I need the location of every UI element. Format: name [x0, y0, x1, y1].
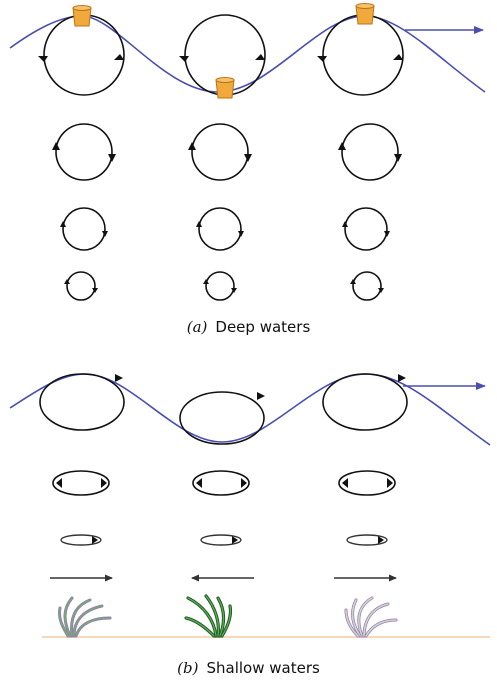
caption-title: Shallow waters	[206, 659, 320, 677]
deep-orbit	[55, 123, 113, 181]
deep-orbit-row-4	[66, 271, 382, 301]
shallow-orbit-row-3	[60, 534, 388, 546]
orbit-arrowhead	[384, 231, 390, 237]
orbit-arrowhead	[179, 56, 189, 62]
orbit-arrowhead	[38, 56, 48, 62]
orbit-arrowhead	[342, 221, 348, 227]
deep-orbit-row-3	[62, 207, 388, 251]
orbit-arrowhead	[393, 54, 403, 60]
orbit-arrowhead	[196, 478, 202, 488]
orbit-arrowhead	[378, 288, 384, 293]
shallow-orbit	[52, 470, 110, 496]
deep-orbit	[341, 123, 399, 181]
caption-tag-letter: b	[183, 659, 193, 677]
caption-tag: (b)	[177, 659, 199, 677]
orbit-arrowhead	[56, 478, 62, 488]
orbit-arrowhead	[238, 231, 244, 237]
caption-title: Deep waters	[215, 318, 311, 336]
deep-orbit	[344, 207, 388, 251]
caption-shallow-waters: (b) Shallow waters	[0, 659, 497, 677]
orbit-arrowhead	[317, 56, 327, 62]
seagrass-icon	[184, 594, 233, 638]
deep-orbit	[66, 271, 96, 301]
orbit-arrowhead	[378, 536, 384, 544]
orbit-arrowhead	[342, 478, 348, 488]
orbit-arrowhead	[387, 478, 393, 488]
orbit-arrowhead	[92, 288, 98, 293]
orbit-arrowhead	[398, 374, 406, 382]
orbit-arrowhead	[257, 392, 265, 400]
shallow-orbit	[192, 470, 250, 496]
orbit-arrowhead	[64, 279, 70, 284]
shallow-orbit	[338, 470, 396, 496]
float-icon	[215, 77, 235, 99]
orbit-arrowhead	[338, 142, 346, 150]
deep-orbit	[198, 207, 242, 251]
orbit-arrowhead	[108, 154, 116, 162]
deep-orbit	[352, 271, 382, 301]
orbit-arrowhead	[60, 221, 66, 227]
orbit-arrowhead	[350, 279, 356, 284]
orbit-arrowhead	[196, 221, 202, 227]
orbit-arrowhead	[101, 478, 107, 488]
shallow-orbit	[60, 534, 102, 546]
deep-orbit	[205, 271, 235, 301]
orbit-arrowhead	[231, 288, 237, 293]
orbit-arrowhead	[394, 154, 402, 162]
orbit-arrowhead	[52, 142, 60, 150]
deep-orbit	[43, 14, 125, 96]
deep-floats	[72, 3, 375, 99]
float-icon	[355, 3, 375, 25]
caption-tag: (a)	[186, 318, 208, 336]
shallow-orbit	[200, 534, 242, 546]
shallow-orbit	[322, 373, 408, 431]
shallow-waters-panel	[9, 373, 491, 638]
orbit-arrowhead	[114, 54, 124, 60]
orbit-arrowhead	[115, 374, 123, 382]
float-icon	[72, 5, 92, 27]
shallow-orbit	[39, 373, 125, 431]
deep-orbit	[322, 14, 404, 96]
orbit-arrowhead	[203, 279, 209, 284]
orbit-arrowhead	[102, 231, 108, 237]
shallow-orbit-row-1	[39, 373, 408, 445]
orbit-arrowhead	[244, 154, 252, 162]
deep-orbit	[62, 207, 106, 251]
deep-orbit	[191, 123, 249, 181]
deep-wave-surface	[9, 15, 486, 93]
orbit-arrowhead	[232, 536, 238, 544]
shallow-wave-surface	[9, 373, 491, 446]
shallow-orbit-direction-arrows	[56, 374, 406, 544]
deep-orbit-direction-arrows	[38, 54, 403, 293]
orbit-arrowhead	[255, 54, 265, 60]
caption-tag-letter: a	[192, 318, 202, 336]
orbit-arrowhead	[92, 536, 98, 544]
orbit-arrowhead	[188, 142, 196, 150]
deep-waters-panel	[9, 3, 486, 301]
caption-deep-waters: (a) Deep waters	[0, 318, 497, 336]
orbit-arrowhead	[241, 478, 247, 488]
seagrass-icon	[58, 596, 112, 638]
shallow-orbit	[179, 391, 265, 445]
deep-orbit-row-2	[55, 123, 399, 181]
shallow-orbit-row-2	[52, 470, 396, 496]
shallow-orbit	[346, 534, 388, 546]
seagrass-icon	[344, 596, 398, 638]
